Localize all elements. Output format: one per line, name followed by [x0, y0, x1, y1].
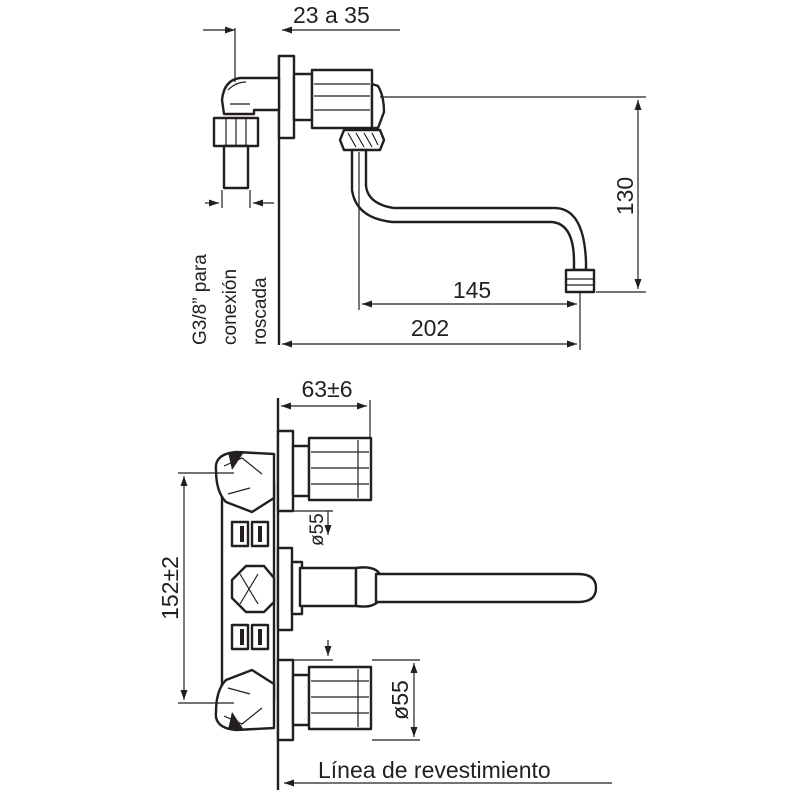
dim-wall-depth: 23 a 35 — [293, 2, 370, 28]
top-handle-cap — [370, 82, 386, 130]
top-view: 23 a 35 130 145 202 G3/8” para conexión … — [190, 2, 646, 350]
front-upper-elbow — [214, 450, 276, 514]
dim-handle-depth: 63±6 — [302, 376, 353, 402]
top-handle — [310, 68, 374, 130]
svg-text:conexión: conexión — [220, 269, 241, 345]
front-lower-elbow — [214, 668, 276, 732]
connection-note: G3/8” para conexión roscada — [190, 254, 271, 345]
top-supply-elbow — [220, 76, 281, 116]
top-escutcheon — [277, 54, 296, 140]
dim-spout-reach: 145 — [453, 277, 491, 303]
top-spout-aerator — [564, 268, 596, 294]
svg-text:roscada: roscada — [250, 277, 271, 345]
top-supply-tail — [222, 144, 250, 190]
wall-line-label: Línea de revestimiento — [318, 757, 551, 783]
top-spout-nut — [338, 128, 386, 152]
dim-upper-escutcheon: ø55 — [307, 513, 328, 546]
front-middle-coupling — [230, 564, 276, 614]
front-lower-escutcheon — [276, 658, 295, 742]
front-upper-escutcheon — [276, 429, 295, 513]
top-valve-body — [292, 72, 314, 122]
front-view: 63±6 152±2 ø55 ø55 Línea de revestimient… — [157, 376, 612, 790]
dim-total-reach: 202 — [411, 315, 449, 341]
top-spout-pipe — [350, 148, 588, 272]
dim-lower-escutcheon: ø55 — [387, 680, 413, 720]
svg-text:G3/8” para: G3/8” para — [190, 254, 211, 345]
front-lower-handle — [307, 665, 373, 731]
dim-centers: 152±2 — [157, 556, 183, 620]
dim-height: 130 — [612, 177, 638, 215]
front-spout-escutcheon — [276, 546, 294, 632]
front-spout-body — [298, 566, 358, 608]
front-upper-handle — [307, 436, 373, 502]
front-spout-arm — [374, 572, 598, 604]
